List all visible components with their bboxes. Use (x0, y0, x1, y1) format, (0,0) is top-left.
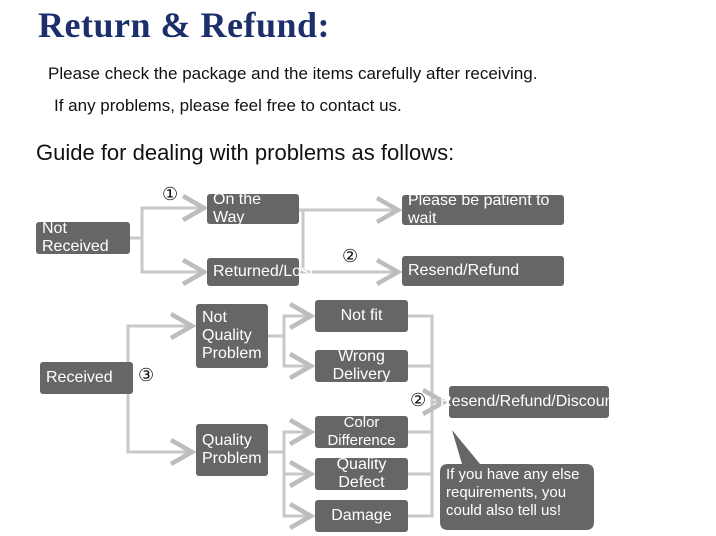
node-not-fit: Not fit (315, 300, 408, 332)
node-not-quality-problem: Not Quality Problem (196, 304, 268, 368)
bubble-text: If you have any else requirements, you c… (446, 466, 580, 519)
node-damage: Damage (315, 500, 408, 532)
node-on-the-way: On the Way (207, 191, 299, 226)
node-not-received: Not Received (36, 220, 130, 255)
intro-text-line1: Please check the package and the items c… (48, 64, 538, 83)
intro-text-line2: If any problems, please feel free to con… (54, 96, 402, 115)
node-text: Problem (202, 345, 262, 362)
node-resend-refund: Resend/Refund (402, 256, 564, 286)
step-marker-three: ③ (138, 365, 155, 385)
node-quality-defect: Quality Defect (315, 456, 408, 491)
node-color-difference: Color Difference (315, 414, 408, 449)
node-received: Received (40, 362, 133, 394)
node-resend-refund-discount: Resend/Refund/Discount (440, 386, 618, 418)
step-marker-two: ② (342, 246, 359, 266)
node-wrong-delivery: Wrong Delivery (315, 348, 408, 383)
speech-bubble (440, 430, 594, 530)
node-returned-lost: Returned/Lost (207, 258, 314, 286)
node-text: Quality (202, 432, 252, 449)
node-text: Problem (202, 450, 262, 467)
node-text: Not (202, 309, 227, 326)
node-quality-problem: Quality Problem (196, 424, 268, 476)
node-text: Quality (202, 327, 252, 344)
page-title: Return & Refund: (38, 5, 330, 45)
node-be-patient: Please be patient to wait (402, 192, 564, 227)
step-marker-two: ② (410, 390, 427, 410)
guide-heading: Guide for dealing with problems as follo… (36, 140, 455, 165)
step-marker-one: ① (162, 184, 179, 204)
